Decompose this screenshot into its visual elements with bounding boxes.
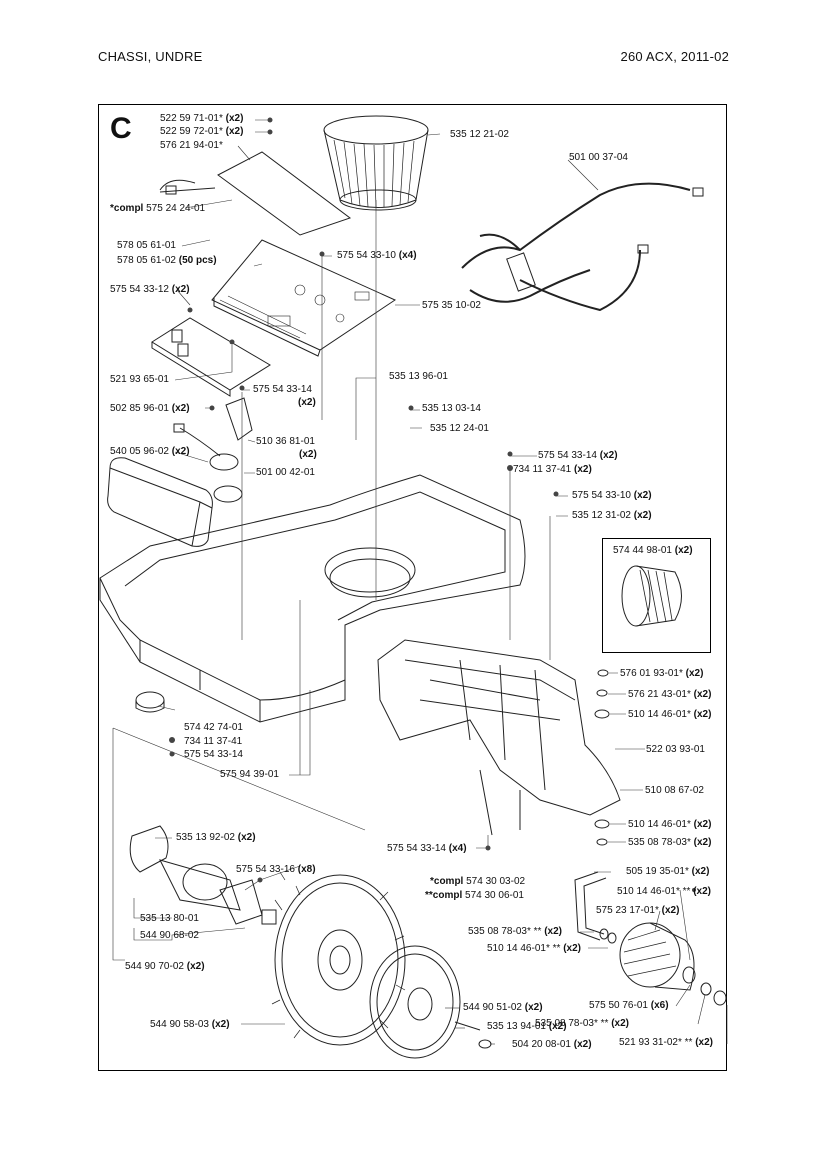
part-label: 544 90 51-02 (x2): [463, 1002, 543, 1013]
part-label: 522 03 93-01: [646, 744, 705, 755]
section-letter: C: [110, 112, 132, 145]
part-label: 521 93 65-01: [110, 374, 169, 385]
part-label: 544 90 58-03 (x2): [150, 1019, 230, 1030]
diagram-frame: [98, 104, 727, 1071]
part-label: 575 54 33-14: [184, 749, 243, 760]
part-label: 576 01 93-01* (x2): [620, 668, 704, 679]
part-label: 501 00 37-04: [569, 152, 628, 163]
part-label: 522 59 72-01* (x2): [160, 126, 244, 137]
part-label: 734 11 37-41: [184, 736, 243, 747]
part-label: 510 14 46-01* ** (x2): [617, 886, 711, 897]
part-label: 575 94 39-01: [220, 769, 279, 780]
part-label: 575 54 33-10 (x4): [337, 250, 417, 261]
part-label: 575 54 33-14 (x2): [538, 450, 618, 461]
part-label: 575 54 33-16 (x8): [236, 864, 316, 875]
part-label: 575 50 76-01 (x6): [589, 1000, 669, 1011]
part-label: 510 14 46-01* ** (x2): [487, 943, 581, 954]
part-label: 501 00 42-01: [256, 467, 315, 478]
part-label: 578 05 61-01: [117, 240, 176, 251]
part-label: **compl 574 30 06-01: [425, 890, 524, 901]
part-label: 734 11 37-41 (x2): [513, 464, 592, 475]
part-label: 575 35 10-02: [422, 300, 481, 311]
part-label: 502 85 96-01 (x2): [110, 403, 190, 414]
part-label: 574 44 98-01 (x2): [613, 545, 693, 556]
part-label: 510 36 81-01: [256, 436, 315, 447]
part-label: 535 13 96-01: [389, 371, 448, 382]
part-label: 535 13 92-02 (x2): [176, 832, 256, 843]
part-label: 535 13 94-01 (x2): [487, 1021, 567, 1032]
part-label: 535 13 80-01: [140, 913, 199, 924]
part-label: (x2): [298, 397, 316, 408]
inset-box: [602, 538, 711, 653]
part-label: 535 08 78-03* ** (x2): [535, 1018, 629, 1029]
part-label: 540 05 96-02 (x2): [110, 446, 190, 457]
part-label: 535 08 78-03* (x2): [628, 837, 712, 848]
part-label: 578 05 61-02 (50 pcs): [117, 255, 217, 266]
part-label: 575 23 17-01* (x2): [596, 905, 680, 916]
part-label: 521 93 31-02* ** (x2): [619, 1037, 713, 1048]
part-label: 574 42 74-01: [184, 722, 243, 733]
part-label: 505 19 35-01* (x2): [626, 866, 710, 877]
part-label: 535 12 31-02 (x2): [572, 510, 652, 521]
part-label: 575 54 33-10 (x2): [572, 490, 652, 501]
part-label: (x2): [299, 449, 317, 460]
part-label: 535 12 21-02: [450, 129, 509, 140]
model-date: 260 ACX, 2011-02: [620, 49, 729, 64]
part-label: 576 21 94-01*: [160, 140, 223, 151]
part-label: 510 14 46-01* (x2): [628, 709, 712, 720]
page-title: CHASSI, UNDRE: [98, 49, 203, 64]
part-label: 510 14 46-01* (x2): [628, 819, 712, 830]
part-label: 544 90 70-02 (x2): [125, 961, 205, 972]
part-label: 535 12 24-01: [430, 423, 489, 434]
part-label: 504 20 08-01 (x2): [512, 1039, 592, 1050]
part-label: 575 54 33-12 (x2): [110, 284, 190, 295]
part-label: 535 13 03-14: [422, 403, 481, 414]
part-label: 575 54 33-14 (x4): [387, 843, 467, 854]
part-label: 575 54 33-14: [253, 384, 312, 395]
part-label: *compl 575 24 24-01: [110, 203, 206, 214]
part-label: 522 59 71-01* (x2): [160, 113, 244, 124]
part-label: 544 90 68-02: [140, 930, 199, 941]
part-label: *compl 574 30 03-02: [430, 876, 526, 887]
part-label: 576 21 43-01* (x2): [628, 689, 712, 700]
part-label: 510 08 67-02: [645, 785, 704, 796]
part-label: 535 08 78-03* ** (x2): [468, 926, 562, 937]
